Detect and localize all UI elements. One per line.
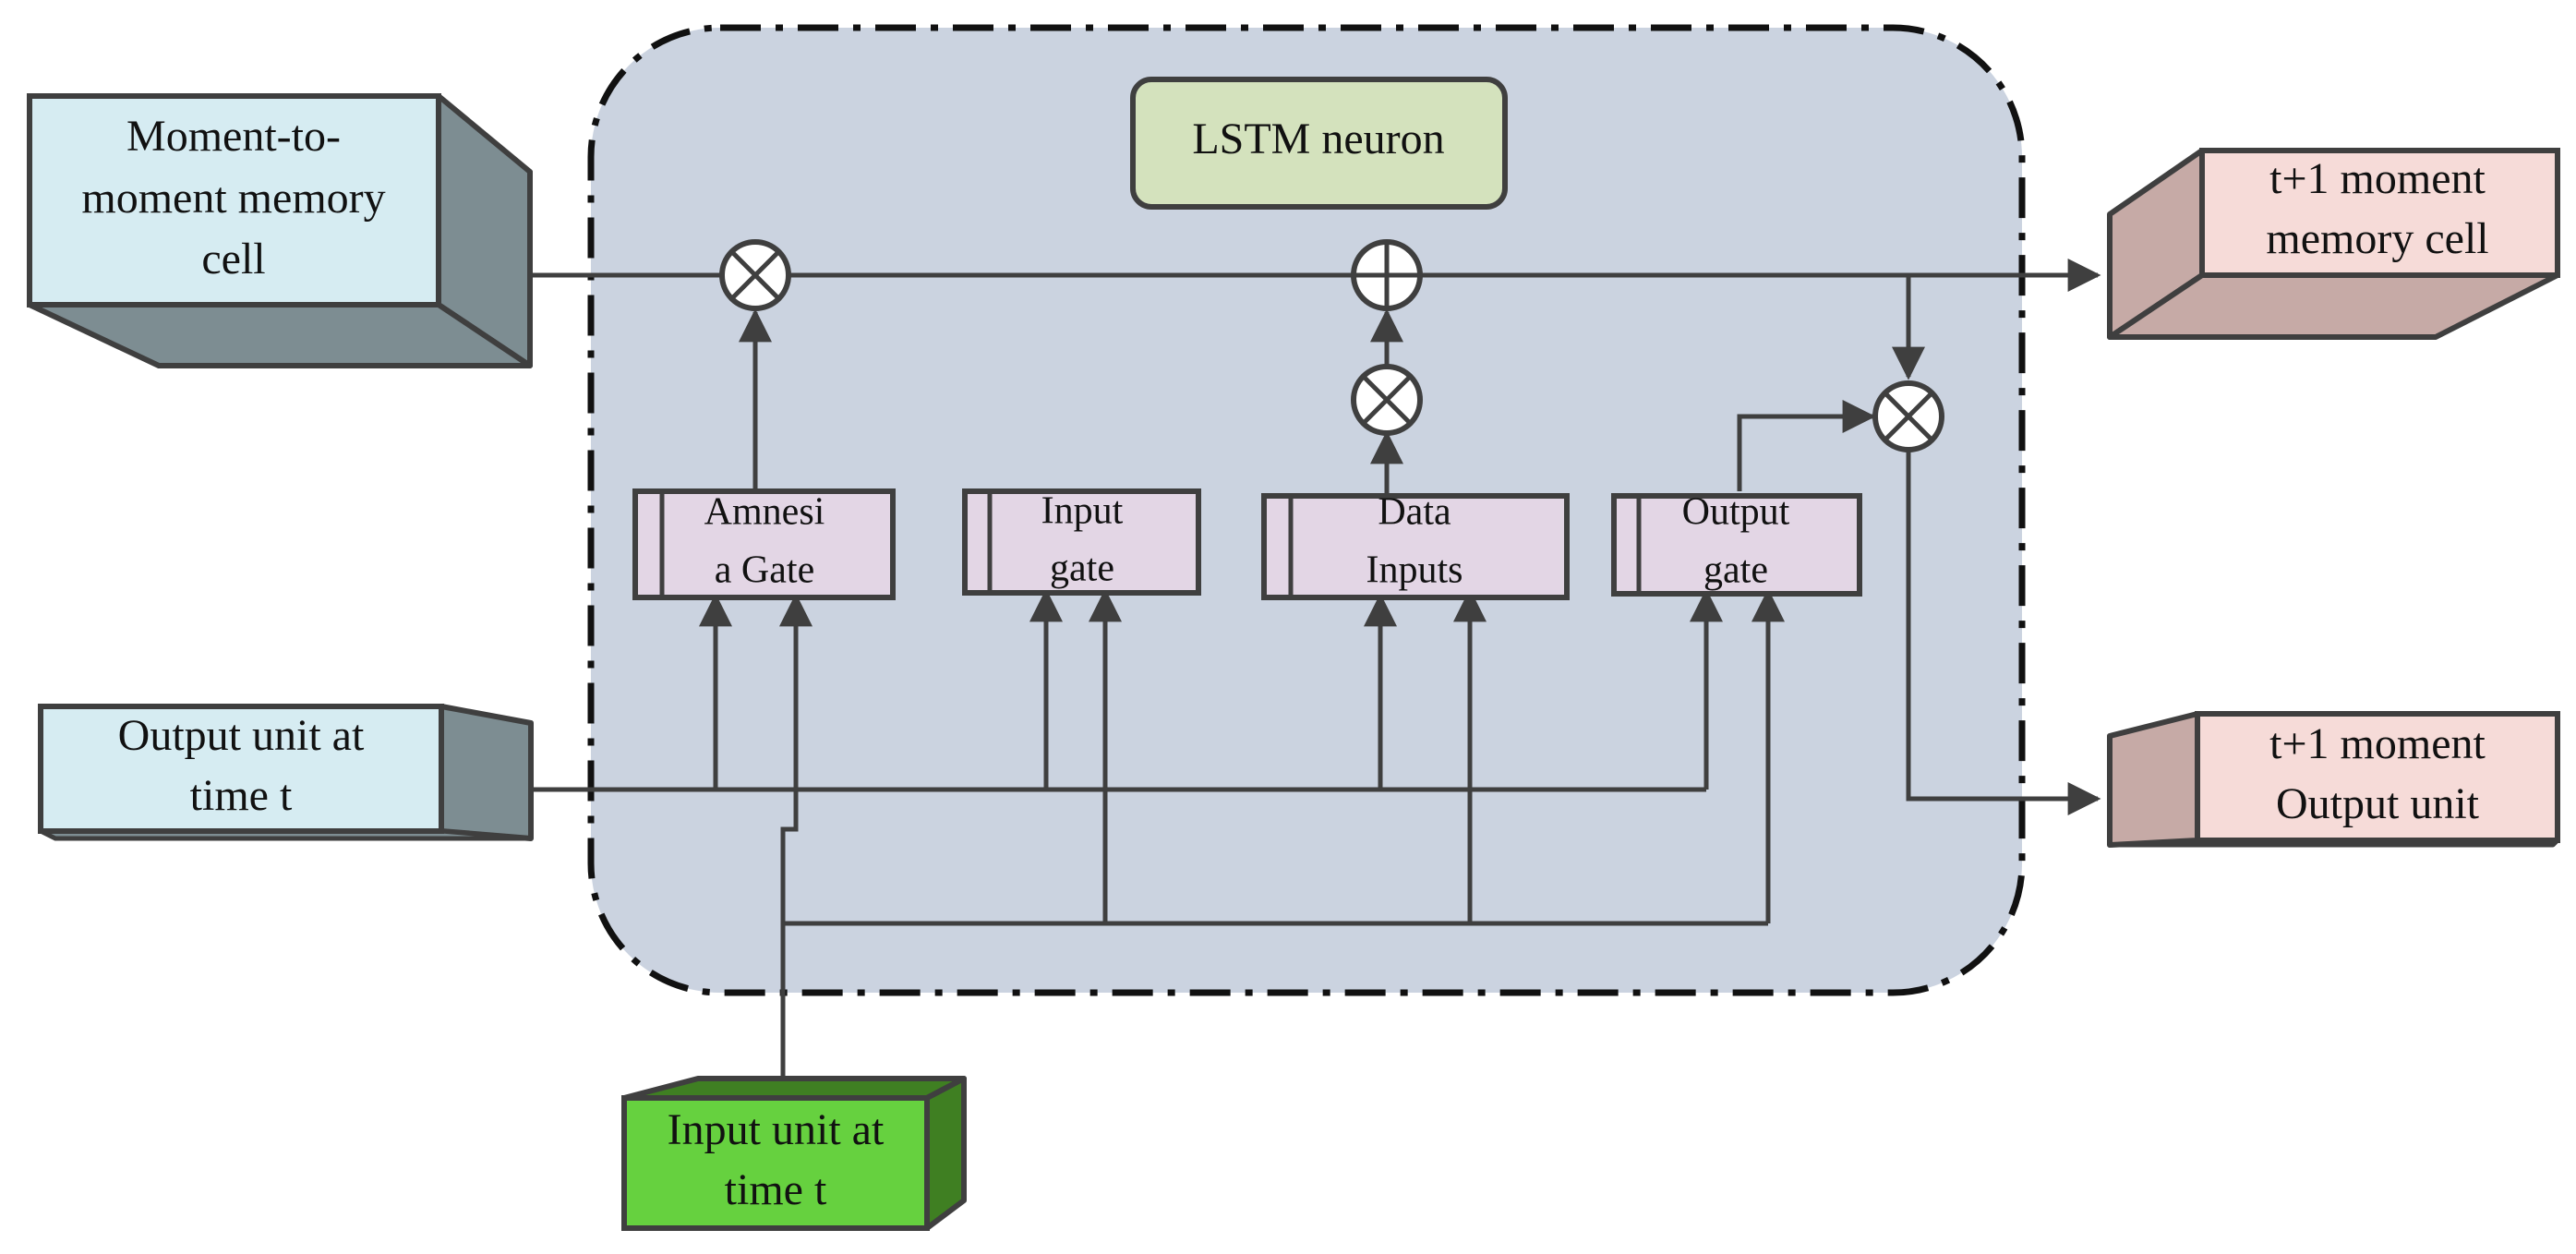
output-gate: Output gate <box>1611 491 1862 597</box>
memory-cell-output-block: t+1 moment memory cell <box>2107 148 2560 340</box>
input-gate-label-1: Input <box>1041 490 1124 533</box>
memory-cell-output-label-2: memory cell <box>2266 214 2488 263</box>
neuron-title: LSTM neuron <box>1192 115 1444 163</box>
data-inputs-label-1: Data <box>1378 491 1451 534</box>
output-unit-input-block: Output unit at time t <box>38 704 534 841</box>
multiply-icon <box>719 239 791 311</box>
output-unit-output-label-2: Output unit <box>2276 779 2480 828</box>
memory-cell-input-label-2: moment memory <box>81 174 385 223</box>
output-unit-output-label-1: t+1 moment <box>2269 719 2486 768</box>
output-unit-output-block: t+1 moment Output unit <box>2107 711 2560 848</box>
input-gate-label-2: gate <box>1050 548 1114 590</box>
connections <box>531 259 2101 1079</box>
output-gate-label-1: Output <box>1682 491 1790 534</box>
memory-cell-input-block: Moment-to- moment memory cell <box>27 93 533 368</box>
memory-cell-output-label-1: t+1 moment <box>2269 154 2486 203</box>
neuron-title-box: LSTM neuron <box>1130 77 1508 210</box>
multiply-icon <box>1872 380 1944 452</box>
memory-cell-input-label-1: Moment-to- <box>126 112 341 161</box>
input-unit-label-1: Input unit at <box>668 1105 885 1154</box>
amnesia-gate-label-2: a Gate <box>715 549 814 592</box>
data-inputs-gate: Data Inputs <box>1261 491 1570 600</box>
input-gate: Input gate <box>962 488 1201 596</box>
output-unit-input-label-2: time t <box>190 771 293 820</box>
input-unit-block: Input unit at time t <box>621 1076 967 1231</box>
input-unit-label-2: time t <box>725 1165 827 1214</box>
data-inputs-label-2: Inputs <box>1366 549 1463 592</box>
memory-cell-input-label-3: cell <box>201 235 265 283</box>
multiply-icon <box>1351 364 1423 436</box>
amnesia-gate-label-1: Amnesi <box>704 491 825 534</box>
output-unit-input-label-1: Output unit at <box>118 711 365 760</box>
add-icon <box>1351 239 1423 311</box>
output-gate-label-2: gate <box>1703 549 1768 592</box>
amnesia-gate: Amnesi a Gate <box>632 488 896 600</box>
